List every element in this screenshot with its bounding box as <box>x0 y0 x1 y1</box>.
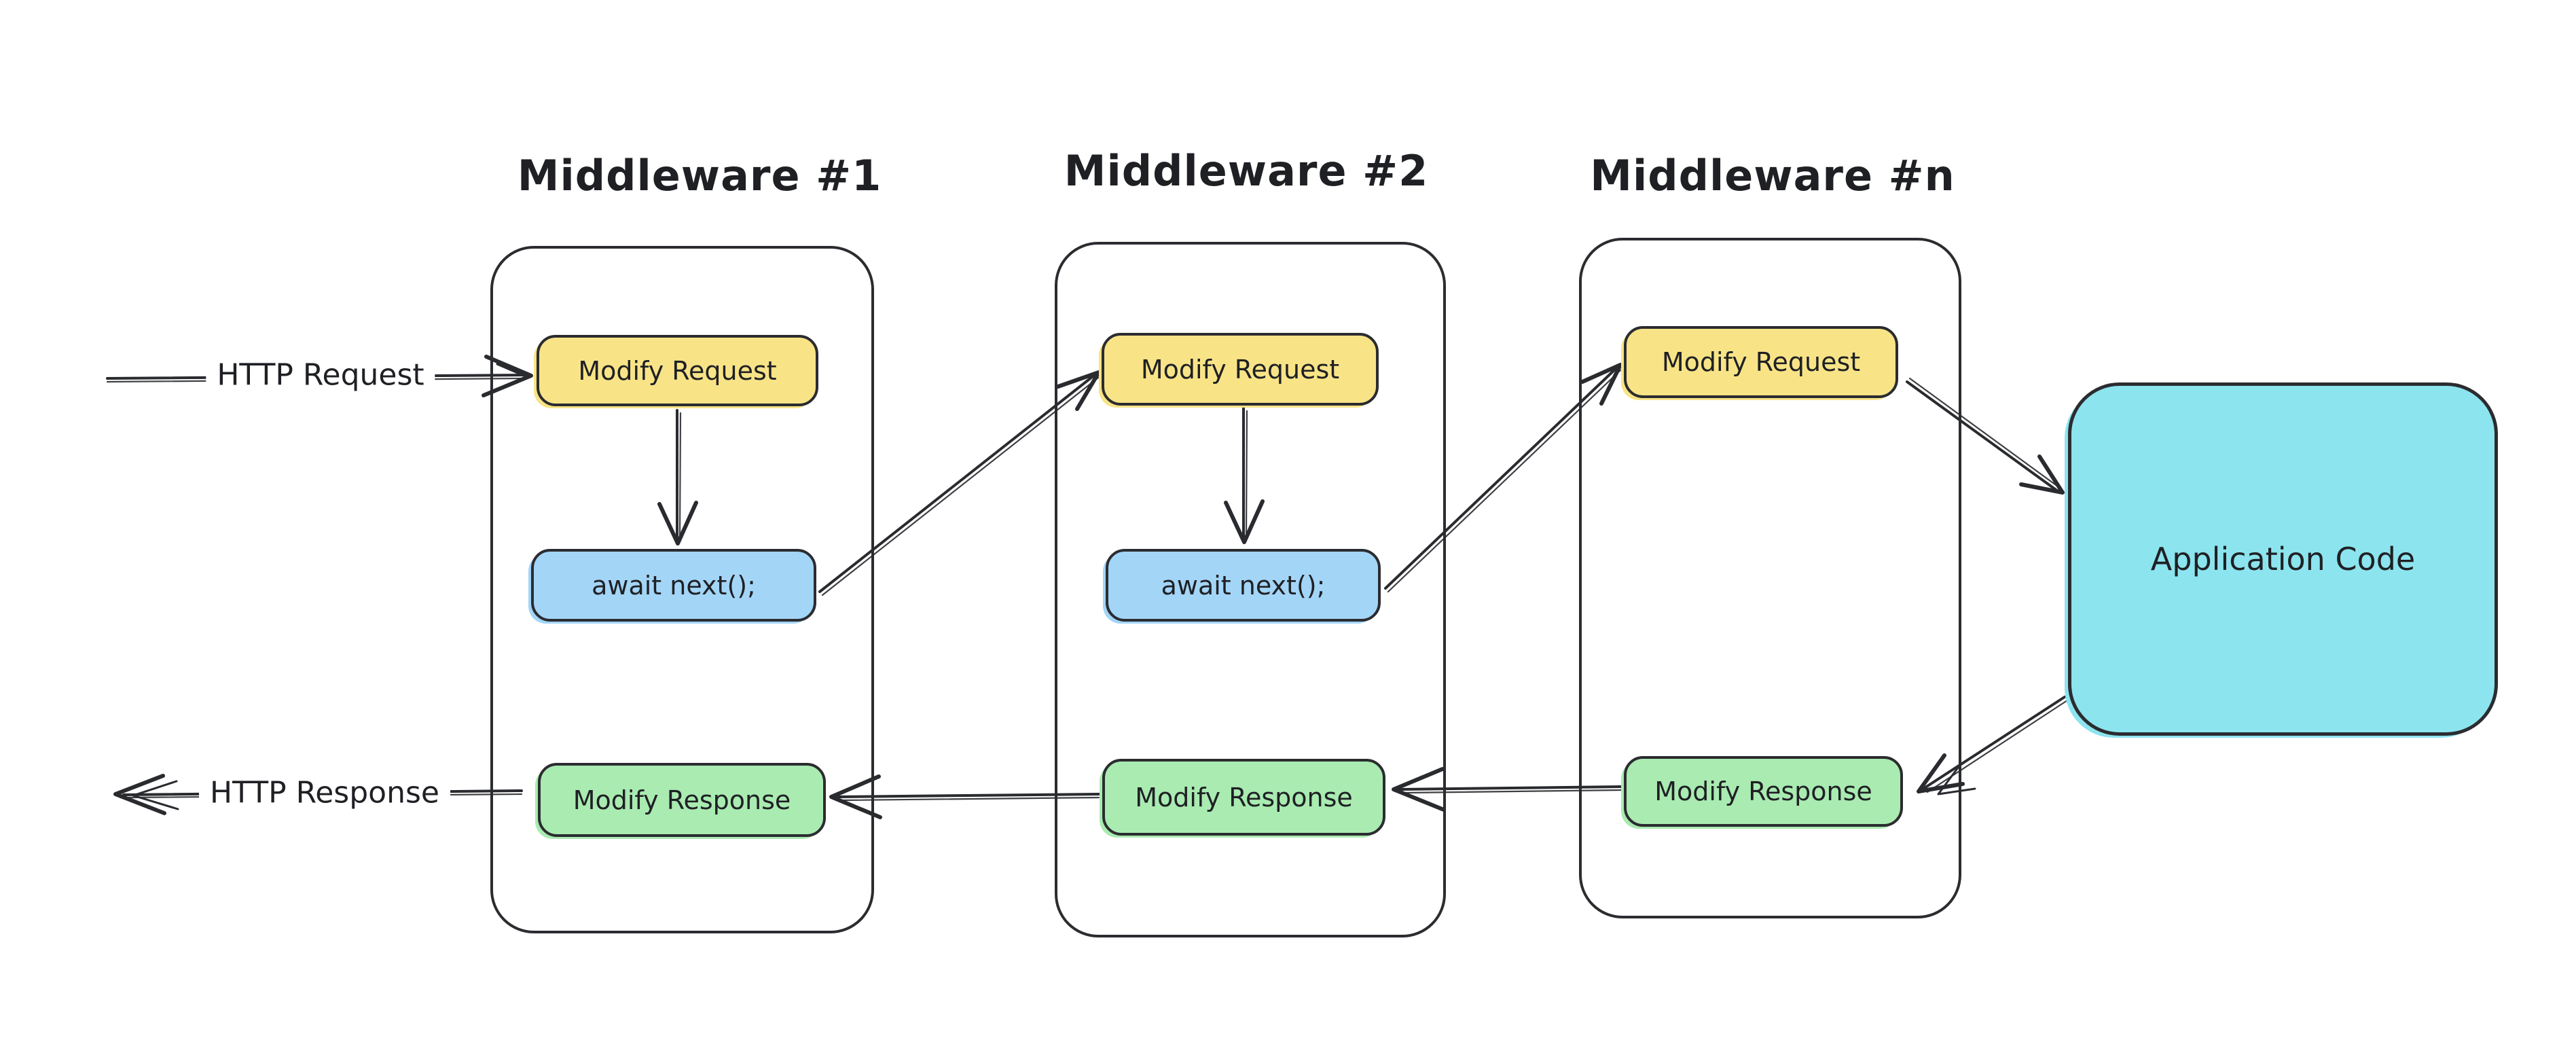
mw2-await-next-label: await next(); <box>1161 570 1326 601</box>
mw1-await-next-node: await next(); <box>531 549 816 622</box>
mw1-title: Middleware #1 <box>517 151 882 200</box>
mw2-await-next-node: await next(); <box>1106 549 1381 622</box>
mwn-modify-response-node: Modify Response <box>1624 756 1903 827</box>
mwn-title: Middleware #n <box>1590 151 1955 200</box>
mw2-modify-response-label: Modify Response <box>1135 782 1353 812</box>
arrow-mw2-request-to-next <box>1224 407 1265 544</box>
mw2-modify-response-node: Modify Response <box>1102 759 1385 836</box>
application-code-label: Application Code <box>2150 541 2416 577</box>
arrow-mwn-request-to-app <box>1906 377 2065 495</box>
arrow-app-to-mwn-response <box>1917 696 2069 795</box>
application-code-box: Application Code <box>2068 382 2498 736</box>
mw1-modify-response-node: Modify Response <box>538 763 826 837</box>
mw1-modify-request-node: Modify Request <box>537 335 818 406</box>
mwn-modify-request-label: Modify Request <box>1661 347 1861 377</box>
http-request-label: HTTP Request <box>206 356 435 394</box>
mw1-await-next-label: await next(); <box>592 570 756 601</box>
mw2-container <box>1055 242 1446 937</box>
mw2-modify-request-node: Modify Request <box>1102 333 1379 406</box>
mw2-title: Middleware #2 <box>1064 146 1429 196</box>
mw1-modify-request-label: Modify Request <box>578 355 777 386</box>
mw2-modify-request-label: Modify Request <box>1140 354 1340 385</box>
arrow-mwn-response-to-mw2 <box>1392 767 1623 812</box>
mwn-modify-request-node: Modify Request <box>1624 326 1898 398</box>
arrow-mw1-next-to-mw2 <box>818 370 1101 596</box>
mwn-container <box>1579 238 1961 918</box>
mw1-container <box>490 246 874 933</box>
mw1-modify-response-label: Modify Response <box>573 785 791 815</box>
mwn-modify-response-label: Modify Response <box>1654 776 1872 806</box>
arrow-mw1-request-to-next <box>657 409 698 546</box>
http-response-label: HTTP Response <box>199 774 450 812</box>
